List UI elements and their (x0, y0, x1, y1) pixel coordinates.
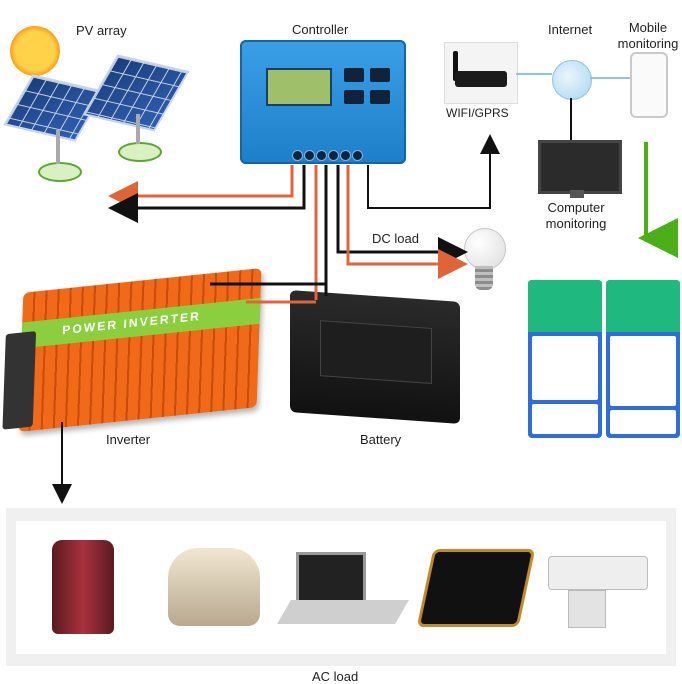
bulb-base (475, 266, 493, 290)
controller-terminal (304, 150, 315, 161)
panel-base-right (118, 142, 162, 162)
controller-device (240, 40, 406, 164)
camera-mount (568, 590, 606, 628)
controller-key (370, 68, 390, 82)
app-card (610, 410, 676, 434)
monitor-stand (570, 190, 584, 198)
kettle-icon (52, 540, 114, 634)
controller-terminal (316, 150, 327, 161)
mobile-monitoring-label: Mobile monitoring (612, 20, 682, 52)
sun-icon (10, 26, 60, 76)
ac-load-label: AC load (312, 669, 359, 684)
induction-cooktop-icon (420, 552, 532, 624)
computer-monitoring-label: Computer monitoring (530, 200, 622, 232)
laptop-icon (296, 552, 366, 604)
phone-icon (630, 52, 668, 118)
app-screenshot-right (606, 280, 680, 438)
computer-line1: Computer (547, 200, 605, 215)
router-icon (444, 42, 518, 104)
panel-post-left (56, 130, 60, 164)
mobile-line1: Mobile (628, 20, 668, 35)
controller-key (370, 90, 390, 104)
dc-load-label: DC load (372, 231, 419, 246)
app-screenshot-left (528, 280, 602, 438)
pv-array-graphic (0, 0, 220, 190)
wire-pv-positive (108, 165, 294, 211)
controller-terminal (340, 150, 351, 161)
internet-label: Internet (548, 22, 593, 37)
controller-terminal (328, 150, 339, 161)
wire-dc-negative (336, 165, 468, 267)
app-card (610, 336, 676, 406)
app-header (606, 280, 680, 332)
wifi-gprs-label: WIFI/GPRS (446, 106, 509, 120)
controller-label: Controller (292, 22, 349, 37)
controller-lcd (266, 68, 332, 106)
panel-post-right (136, 114, 140, 144)
panel-base-left (38, 162, 82, 182)
app-card (532, 336, 598, 400)
laptop-keyboard (277, 600, 409, 624)
controller-key (344, 90, 364, 104)
rice-cooker-icon (168, 548, 260, 626)
controller-key (344, 68, 364, 82)
wire-pv-negative (108, 165, 306, 223)
battery-label: Battery (360, 432, 402, 447)
inverter-label: Inverter (106, 432, 151, 447)
mobile-line2: monitoring (617, 36, 679, 51)
pv-array-label: PV array (76, 23, 127, 38)
wire-router (367, 134, 500, 209)
monitor-icon (538, 140, 622, 194)
app-card (532, 404, 598, 434)
router-antenna (453, 51, 458, 81)
wire-dc-positive (346, 165, 468, 279)
app-header (528, 280, 602, 332)
computer-line2: monitoring (545, 216, 607, 231)
controller-terminal (352, 150, 363, 161)
security-camera-icon (548, 556, 648, 590)
router-body (455, 71, 507, 87)
controller-terminal (292, 150, 303, 161)
